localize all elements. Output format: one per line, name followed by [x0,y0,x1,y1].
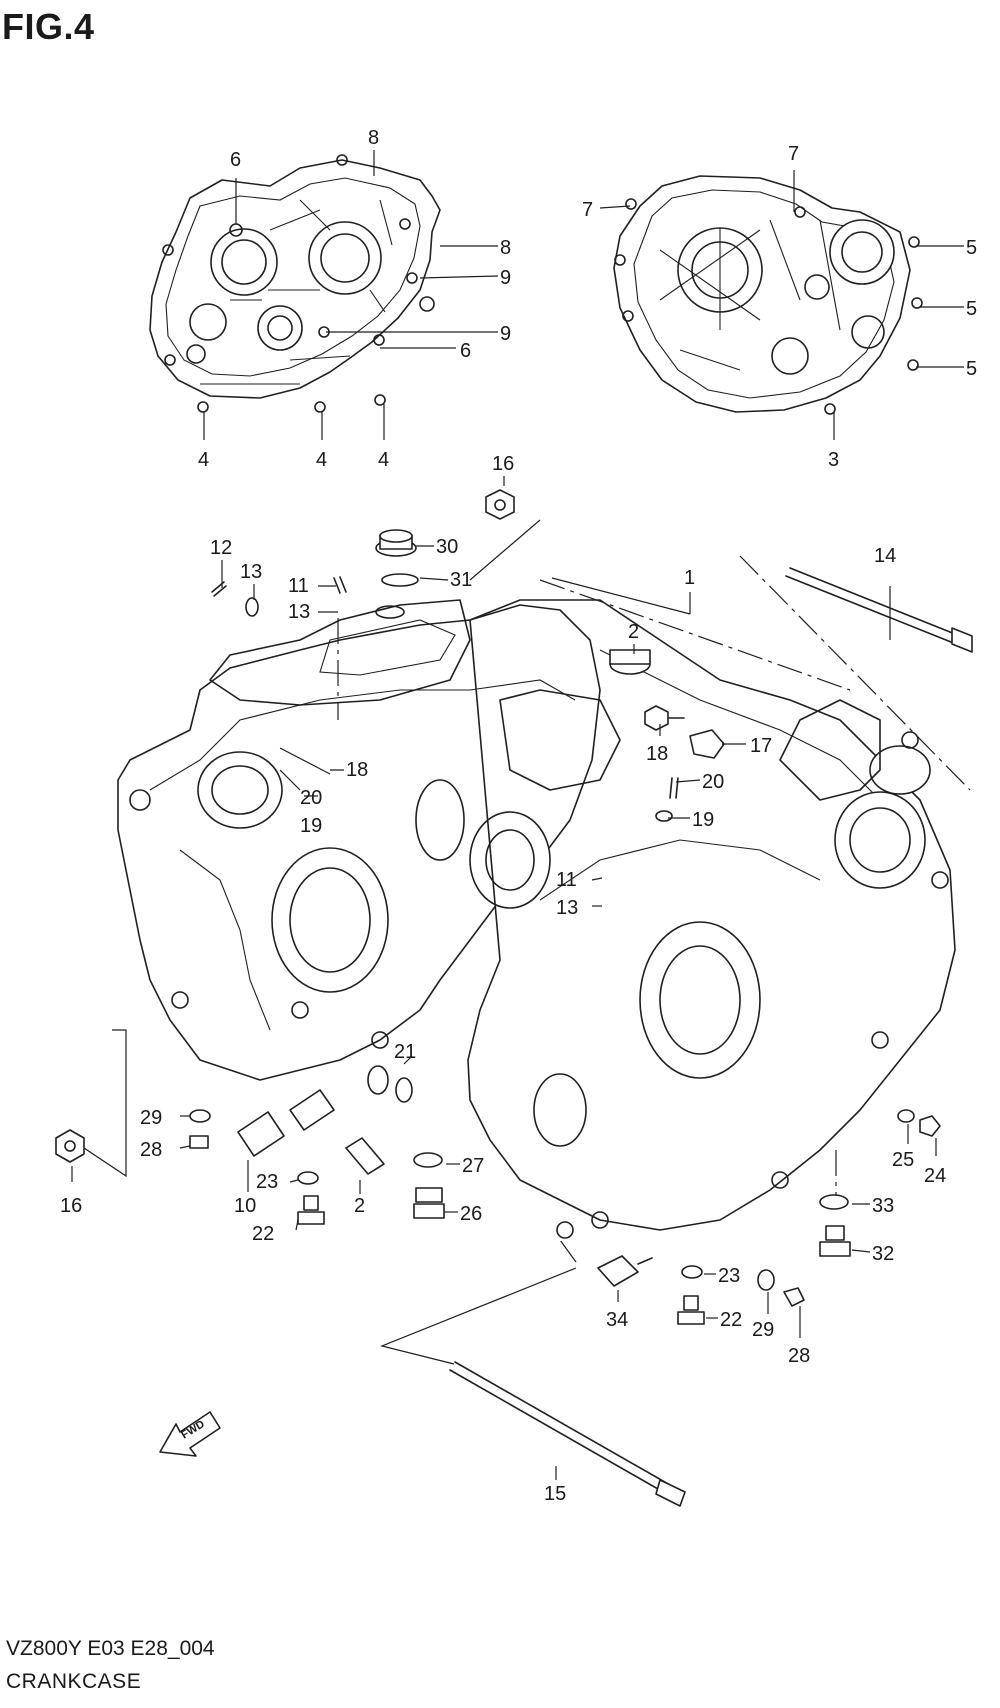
callout-6: 6 [230,149,241,171]
callout-labels: 8 6 8 9 9 6 4 4 4 7 7 5 5 5 3 16 12 13 3… [60,127,977,1505]
callout-22: 22 [252,1223,274,1245]
callout-30: 30 [436,536,458,558]
callout-18: 18 [346,759,368,781]
callout-15: 15 [544,1483,566,1505]
callout-1: 1 [684,567,695,589]
right-crankcase-half [613,175,923,415]
callout-23: 23 [256,1171,278,1193]
callout-32: 32 [872,1243,894,1265]
callout-21: 21 [394,1041,416,1063]
callout-7: 7 [788,143,799,165]
callout-9: 9 [500,323,511,345]
callout-29: 29 [140,1107,162,1129]
callout-14: 14 [874,545,896,567]
callout-27: 27 [462,1155,484,1177]
callout-34: 34 [606,1309,628,1331]
callout-16: 16 [60,1195,82,1217]
figure-label: FIG.4 [2,6,95,47]
callout-2: 2 [628,621,639,643]
callout-13: 13 [288,601,310,623]
callout-31: 31 [450,569,472,591]
callout-12: 12 [210,537,232,559]
callout-18: 18 [646,743,668,765]
callout-24: 24 [924,1165,946,1187]
callout-5: 5 [966,298,977,320]
fwd-arrow: FWD [159,1411,221,1457]
loose-parts [55,489,973,1507]
callout-25: 25 [892,1149,914,1171]
callout-13: 13 [556,897,578,919]
callout-11: 11 [288,575,309,597]
callout-13: 13 [240,561,262,583]
callout-6: 6 [460,340,471,362]
callout-19: 19 [692,809,714,831]
callout-28: 28 [140,1139,162,1161]
callout-7: 7 [582,199,593,221]
callout-20: 20 [300,787,322,809]
callout-29: 29 [752,1319,774,1341]
diagram-code: VZ800Y E03 E28_004 [6,1637,215,1660]
callout-33: 33 [872,1195,894,1217]
callout-5: 5 [966,237,977,259]
callout-10: 10 [234,1195,256,1217]
callout-20: 20 [702,771,724,793]
callout-19: 19 [300,815,322,837]
callout-4: 4 [198,449,209,471]
left-crankcase-half [149,154,441,413]
callout-26: 26 [460,1203,482,1225]
leader-lines [71,150,971,1480]
callout-16: 16 [492,453,514,475]
callout-2: 2 [354,1195,365,1217]
callout-22: 22 [720,1309,742,1331]
callout-4: 4 [378,449,389,471]
callout-5: 5 [966,358,977,380]
callout-9: 9 [500,267,511,289]
callout-28: 28 [788,1345,810,1367]
callout-17: 17 [750,735,772,757]
callout-8: 8 [368,127,379,149]
callout-3: 3 [828,449,839,471]
diagram-name: CRANKCASE [6,1670,142,1693]
crankcase-assembly [117,599,956,1239]
callout-11: 11 [556,869,577,891]
callout-23: 23 [718,1265,740,1287]
callout-8: 8 [500,237,511,259]
callout-4: 4 [316,449,327,471]
